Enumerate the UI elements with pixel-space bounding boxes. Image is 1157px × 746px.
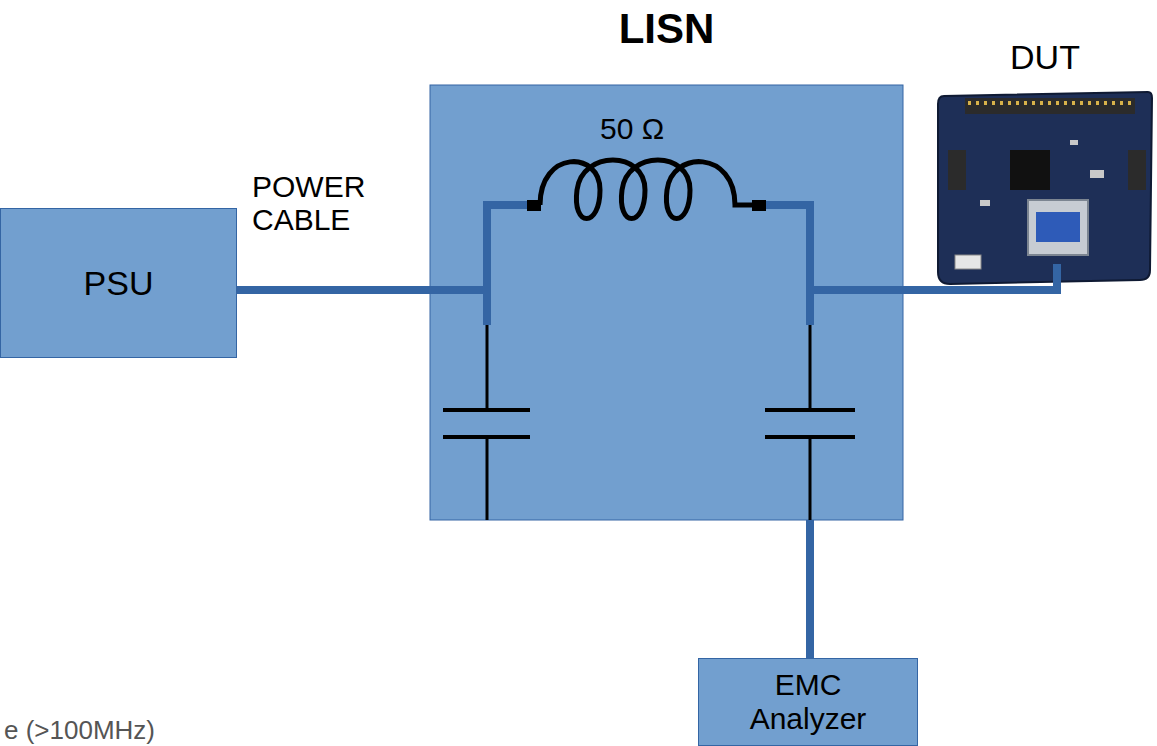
cable-connector: [237, 290, 430, 291]
lisn-box: LISN: [430, 85, 903, 520]
dut-board: [938, 92, 1152, 284]
box-label: DUT: [1010, 38, 1080, 76]
lisn-wiring: [430, 205, 903, 520]
box-heading: LISN: [430, 5, 903, 52]
cable-connector: [903, 264, 1057, 290]
note-fragment: e (>100MHz): [4, 716, 264, 745]
cable-line: [806, 520, 814, 658]
cable-line: [237, 286, 430, 294]
power-supply-box: PSU: [0, 208, 237, 358]
lisn-housing: [430, 85, 903, 520]
box-label: PSU: [84, 264, 154, 302]
emc-analyzer-box: EMC Analyzer: [698, 658, 918, 746]
device-under-test: DUT: [935, 38, 1155, 264]
cable-line: [903, 264, 1057, 290]
inductor-symbol: [527, 160, 766, 219]
capacitor-symbol: [443, 325, 855, 520]
box-label: EMC Analyzer: [733, 668, 883, 735]
cable-connector: [810, 520, 811, 658]
cable-label: POWER CABLE: [252, 170, 417, 236]
impedance-label: 50 Ω: [600, 112, 710, 145]
